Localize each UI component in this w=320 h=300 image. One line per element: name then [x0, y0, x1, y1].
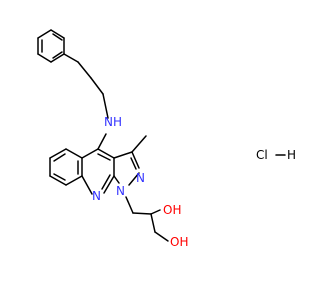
hydroxyl-2-label: OH	[170, 235, 188, 249]
pyrazole-n2-label: N	[136, 171, 145, 185]
phenyl-ring	[37, 29, 65, 63]
amine-nh-label: NH	[104, 115, 122, 129]
pyridine-ring	[81, 148, 115, 195]
pyrazole-n1-label: N	[116, 184, 125, 198]
chemical-structure: NH N N N OH OH Cl H	[37, 29, 296, 249]
benzo-ring	[49, 148, 83, 186]
pyrazole-ring	[113, 151, 140, 186]
hydroxyl-1-label: OH	[163, 203, 181, 217]
ethyl-linker	[63, 53, 109, 119]
diol-chain	[125, 196, 169, 242]
methyl-bond	[131, 135, 147, 153]
quinoline-n-label: N	[92, 189, 101, 203]
amine-bond	[97, 133, 107, 150]
chloride-label: Cl	[256, 148, 268, 162]
hydrogen-label: H	[287, 148, 296, 162]
